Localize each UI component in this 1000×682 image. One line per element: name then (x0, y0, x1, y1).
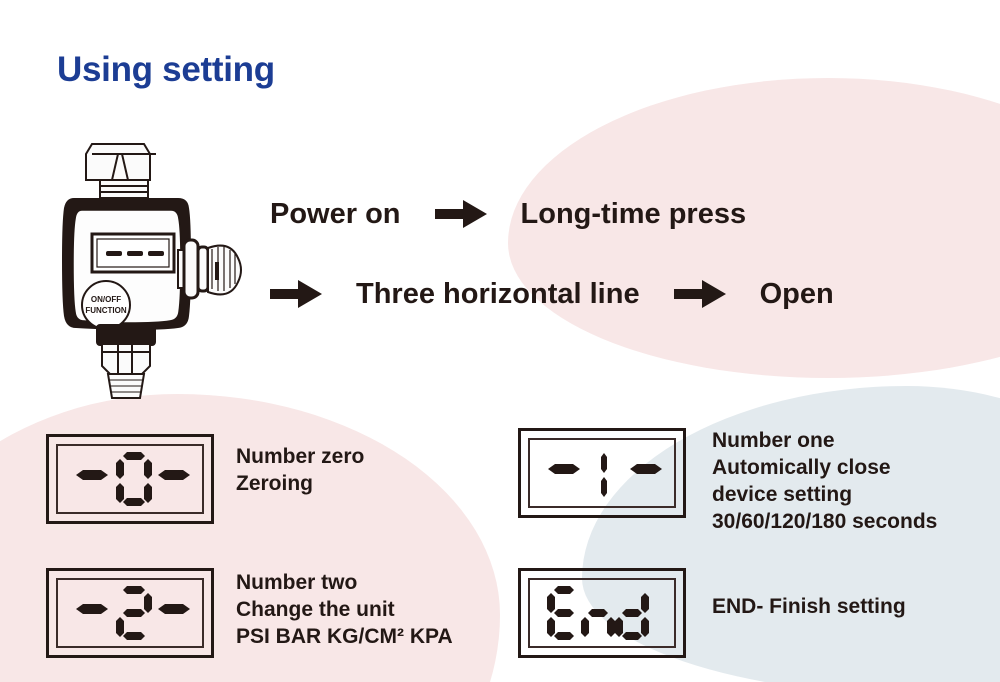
caption-line: 30/60/120/180 seconds (712, 509, 938, 533)
setting-caption-two: Number two Change the unit PSI BAR KG/CM… (236, 570, 453, 651)
flow-step-long-time-press: Long-time press (520, 197, 747, 230)
caption-line: Number zero (236, 445, 365, 468)
caption-line: Number two (236, 571, 358, 594)
pressure-gauge-illustration: ON/OFF FUNCTION (52, 132, 258, 404)
bottom-collar (96, 324, 156, 346)
flow-row-1: Power on Long-time press (270, 185, 970, 243)
pressure-gauge-svg: ON/OFF FUNCTION (62, 143, 242, 399)
lcd-screen-end (528, 578, 676, 648)
setting-card-one: Number one Automically close device sett… (518, 428, 937, 536)
setting-caption-zero: Number zero Zeroing (236, 444, 364, 498)
lcd-screen-one (528, 438, 676, 508)
button-label-line2: FUNCTION (85, 306, 127, 315)
seven-segment-zero (76, 452, 190, 506)
on-off-function-button[interactable] (81, 280, 131, 330)
caption-line: Zeroing (236, 471, 313, 495)
caption-line: PSI BAR KG/CM² KPA (236, 624, 453, 648)
arrow-right-icon (270, 279, 322, 309)
electrical-connector (177, 238, 242, 300)
seven-segment-two (76, 586, 190, 640)
button-label-line1: ON/OFF (91, 295, 121, 304)
device-screen-dashes (106, 251, 164, 256)
page-title: Using setting (57, 50, 275, 89)
setting-card-two: Number two Change the unit PSI BAR KG/CM… (46, 568, 453, 658)
lcd-screen-zero (56, 444, 204, 514)
arrow-right-icon (673, 279, 726, 309)
setting-card-end: END- Finish setting (518, 568, 906, 658)
flow-step-three-horizontal-line: Three horizontal line (356, 277, 640, 310)
caption-line: Change the unit (236, 597, 395, 621)
lcd-display-two (46, 568, 214, 658)
seven-segment-one (548, 453, 662, 497)
instruction-flow: Power on Long-time press Three horizonta… (270, 185, 970, 323)
flow-row-2: Three horizontal line Open (270, 265, 970, 323)
lcd-screen-two (56, 578, 204, 648)
seven-segment-end (547, 586, 649, 640)
lcd-display-end (518, 568, 686, 658)
setting-card-zero: Number zero Zeroing (46, 434, 364, 524)
flow-step-power-on: Power on (270, 197, 401, 230)
caption-line: device setting (712, 482, 853, 506)
lcd-display-one (518, 428, 686, 518)
lcd-display-zero (46, 434, 214, 524)
flow-step-open: Open (759, 277, 834, 310)
caption-line: Number one (712, 429, 835, 452)
setting-caption-end: END- Finish setting (712, 594, 906, 621)
setting-caption-one: Number one Automically close device sett… (712, 428, 937, 536)
caption-line: Automically close (712, 455, 891, 479)
arrow-right-icon (434, 199, 487, 229)
caption-line: END- Finish setting (712, 595, 906, 618)
